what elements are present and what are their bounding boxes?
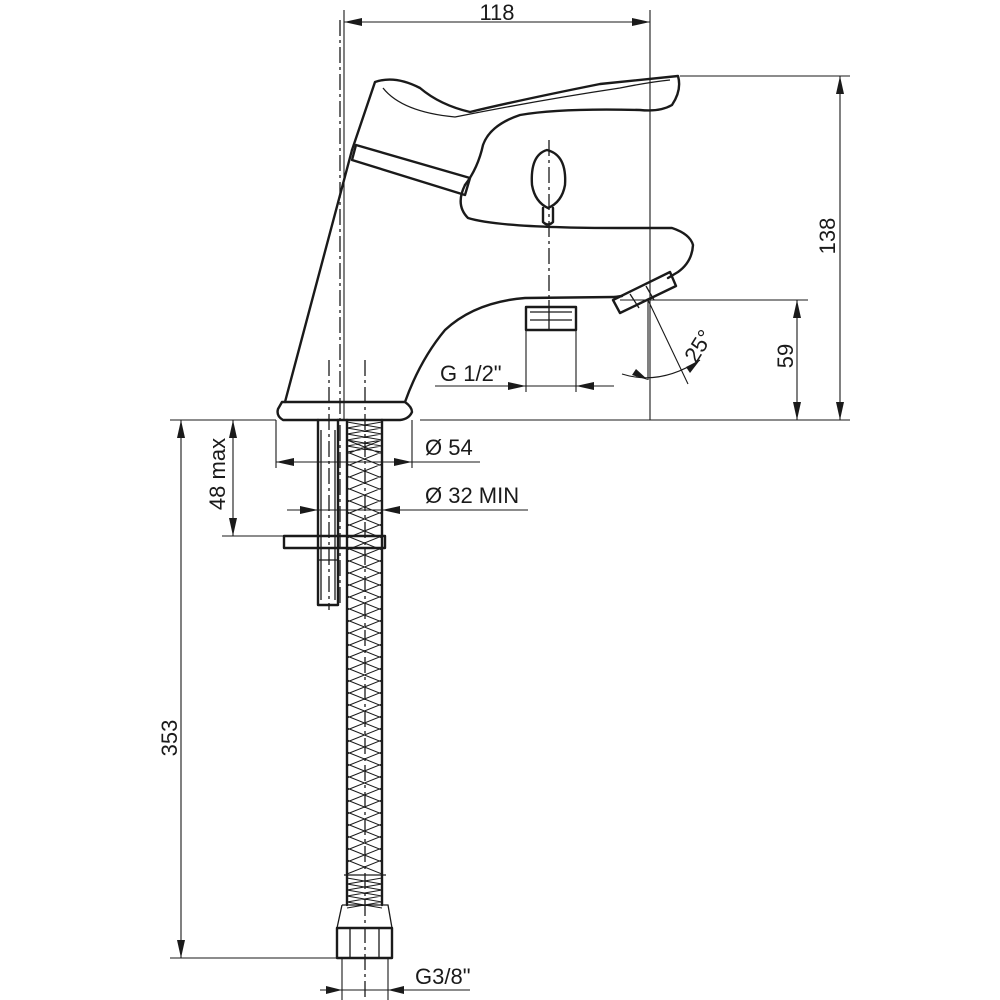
dim-base-diameter: Ø 54	[275, 420, 480, 468]
dim-overall-height-label: 138	[815, 218, 840, 255]
outlet-fitting	[524, 305, 578, 332]
dim-hole-diameter-label: Ø 32 MIN	[425, 483, 519, 508]
dim-spout-height-label: 59	[773, 344, 798, 368]
hose-nut	[335, 926, 394, 960]
dim-spout-angle-label: 25°	[679, 325, 718, 366]
dim-deck-thickness-label: 48 max	[205, 438, 230, 510]
aerator-button	[530, 148, 567, 210]
body-outline	[283, 148, 354, 404]
base-plate	[276, 400, 414, 422]
threaded-stud	[316, 418, 340, 607]
dim-outlet-thread-label: G 1/2"	[440, 361, 502, 386]
dim-outlet-thread: G 1/2"	[435, 330, 614, 392]
dim-hose-length: 353	[157, 419, 337, 959]
dim-deck-thickness: 48 max	[205, 419, 284, 537]
dim-overall-height: 138	[420, 75, 850, 421]
dim-hole-diameter: Ø 32 MIN	[287, 483, 528, 514]
dim-spout-height: 59	[620, 299, 808, 420]
lever-collar	[350, 143, 472, 197]
lever-handle	[350, 74, 681, 187]
dim-base-diameter-label: Ø 54	[425, 435, 473, 460]
dim-spout-angle: 25°	[621, 299, 718, 385]
dim-overall-width-label: 118	[479, 0, 514, 25]
dim-hose-length-label: 353	[157, 720, 182, 757]
dim-overall-width: 118	[343, 0, 651, 420]
dim-hose-thread: G3/8"	[320, 958, 471, 1000]
spout	[459, 183, 695, 280]
dim-hose-thread-label: G3/8"	[415, 964, 471, 989]
aerator	[611, 270, 678, 315]
